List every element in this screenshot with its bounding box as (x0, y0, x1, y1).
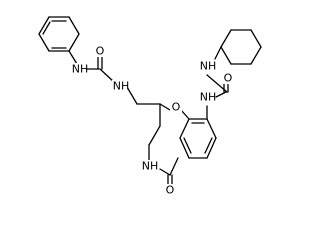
bond (159, 168, 171, 176)
bond (38, 33, 50, 52)
atom-urea1-nh: NH (112, 80, 129, 93)
atom-urea1-o: O (95, 45, 105, 58)
atom-urea2-o: O (222, 72, 234, 85)
bond (206, 137, 217, 159)
atom-cyclohexyl-nh: NH (199, 60, 216, 73)
atom-label: NH (200, 91, 217, 104)
bond (206, 118, 217, 139)
bond (206, 74, 228, 93)
atom-label: NH (113, 80, 130, 93)
bond (126, 86, 138, 105)
atom-label: O (96, 45, 105, 58)
bond (68, 16, 80, 35)
atom-label: O (166, 184, 175, 197)
atom-phenyl-nh: NH (71, 63, 88, 76)
atom-lactam-o: O (164, 184, 176, 197)
atom-labels: NH O NH O NH O (71, 45, 234, 197)
atom-label: NH (142, 160, 159, 173)
bond (179, 137, 190, 159)
bond (220, 29, 232, 48)
bond (250, 46, 262, 65)
bond (169, 157, 179, 176)
bond (148, 125, 161, 146)
atom-ring-o: O (170, 101, 182, 114)
bond (179, 118, 190, 139)
bond (215, 91, 227, 98)
bond (68, 33, 80, 52)
bond (42, 21, 51, 35)
molecule-drawing: NH O NH O NH O (38, 16, 262, 197)
atom-aryl-nh: NH (199, 91, 216, 104)
bond (38, 16, 50, 35)
bond (183, 137, 192, 154)
bond (99, 68, 115, 83)
bond (180, 109, 190, 120)
atom-label: NH (200, 60, 217, 73)
atom-label: O (172, 101, 181, 114)
bond (204, 137, 213, 154)
bond (214, 46, 222, 60)
bond (250, 29, 262, 48)
structure-canvas: NH O NH O NH O (38, 16, 262, 197)
atom-label: O (224, 72, 233, 85)
atom-label: NH (72, 63, 89, 76)
atom-lactam-nh: NH (141, 160, 158, 173)
bond (68, 50, 78, 65)
bond (220, 46, 232, 65)
bond (159, 103, 171, 111)
